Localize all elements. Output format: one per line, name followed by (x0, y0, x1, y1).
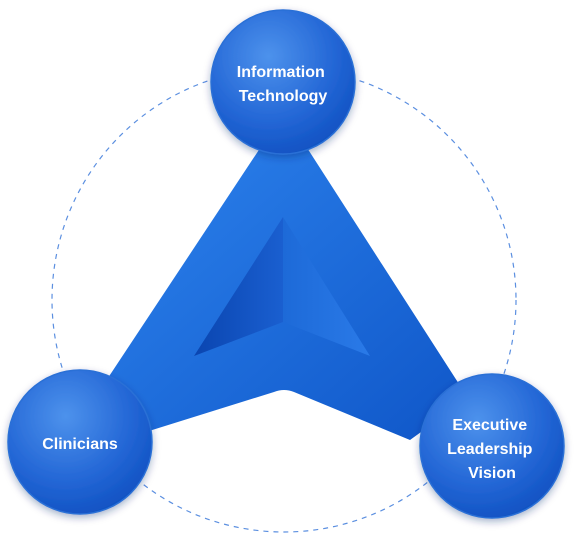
node-circle (210, 9, 356, 155)
node-circle (419, 373, 565, 519)
node-label: Executive Leadership Vision (447, 417, 537, 482)
node-circle (7, 369, 153, 515)
node-executive-leadership-vision: Executive Leadership Vision (419, 373, 565, 519)
inner-triangle-right (283, 217, 370, 356)
node-clinicians: Clinicians (7, 369, 153, 515)
node-information-technology: Information Technology (210, 9, 356, 155)
node-label: Information Technology (237, 64, 329, 105)
node-label-line-1: Clinicians (42, 436, 118, 453)
node-label-line-3: Vision (468, 465, 516, 482)
node-label-line-2: Leadership (447, 441, 533, 458)
node-label: Clinicians (42, 436, 118, 453)
node-label-line-2: Technology (239, 88, 328, 105)
node-label-line-1: Information (237, 64, 325, 81)
inner-triangle-left (194, 217, 283, 356)
node-label-line-1: Executive (452, 417, 527, 434)
